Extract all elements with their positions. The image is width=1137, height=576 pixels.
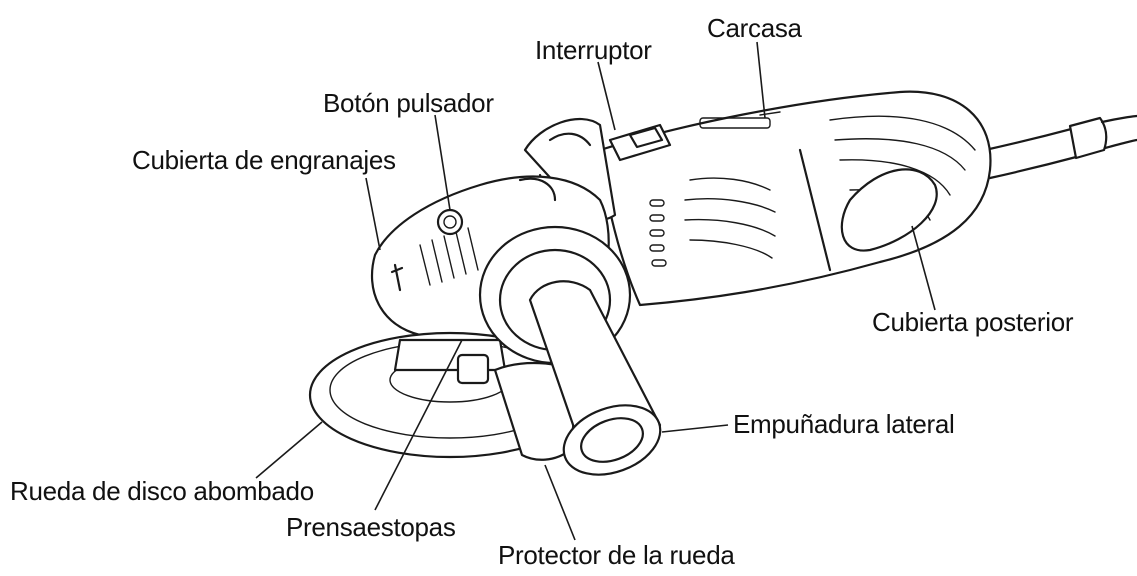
leader-protector-rueda [544,464,576,541]
leader-boton-pulsador [434,114,451,211]
switch [608,123,672,162]
label-cubierta-posterior: Cubierta posterior [872,307,1074,337]
label-cubierta-engranajes: Cubierta de engranajes [132,145,396,175]
leader-prensaestopas [374,339,463,511]
label-rueda-disco: Rueda de disco abombado [10,476,314,506]
power-cord [983,114,1137,180]
label-boton-pulsador: Botón pulsador [323,88,494,118]
leader-rueda-disco [255,421,323,479]
label-interruptor: Interruptor [535,35,652,65]
leader-carcasa [756,41,766,119]
leader-interruptor [597,61,616,131]
label-protector-rueda: Protector de la rueda [498,540,735,570]
label-carcasa: Carcasa [707,13,802,43]
label-empunadura-lateral: Empuñadura lateral [733,409,955,439]
housing-body [598,90,992,307]
leader-lines [255,41,936,541]
leader-cubierta-engranajes [365,177,381,251]
leader-empunadura-lateral [661,424,729,433]
side-grip [478,225,662,476]
vent-slots [649,199,667,267]
label-prensaestopas: Prensaestopas [286,512,456,542]
leader-cubierta-posterior [911,225,936,311]
